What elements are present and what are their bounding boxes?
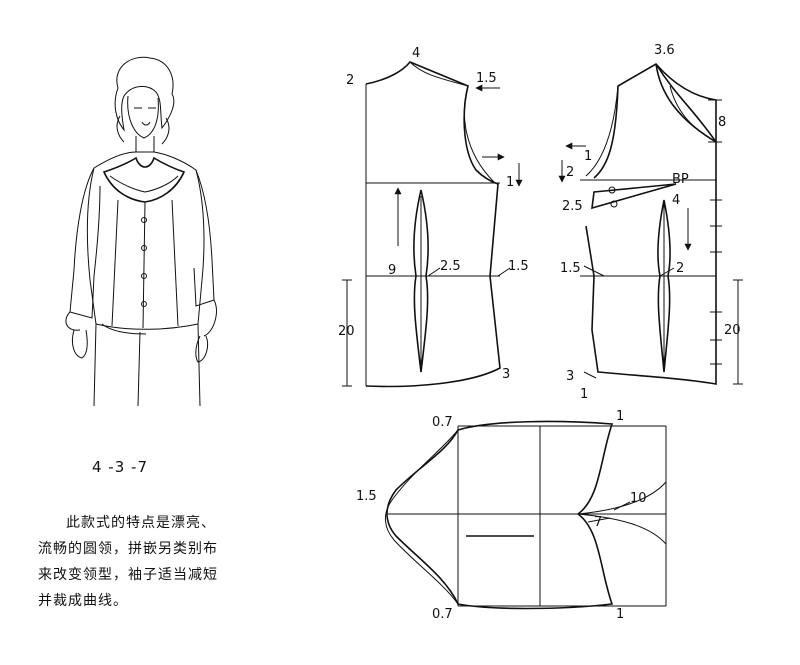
back-neck-width-label: 4	[412, 46, 420, 61]
front-neckline-depth-label: 8	[718, 115, 726, 130]
back-shoulder-drop-label: 1.5	[476, 71, 497, 86]
sleeve-top-corner-label: 0.7	[432, 415, 453, 430]
back-dart-length-label: 9	[388, 263, 396, 278]
description-line: 并裁成曲线。	[38, 593, 128, 609]
back-hip-length-label: 20	[338, 324, 355, 339]
back-bodice-pattern	[342, 61, 523, 388]
description-line: 来改变领型，袖子适当减短	[38, 567, 218, 583]
sleeve-cut-label: 10	[630, 491, 647, 506]
front-bust-point-label: BP	[672, 172, 689, 187]
front-hip-length-label: 20	[724, 323, 741, 338]
front-armhole-drop-label: 2	[566, 165, 574, 180]
sleeve-hem-curve-depth-label: 7	[594, 515, 602, 530]
fashion-illustration	[65, 56, 217, 407]
sleeve-top-shift-label: 1	[616, 409, 624, 424]
front-bp-distance-label: 4	[672, 193, 680, 208]
style-description: 此款式的特点是漂亮、 流畅的圆领，拼嵌另类别布 来改变领型，袖子适当减短 并裁成…	[38, 510, 268, 614]
front-bodice-labels: 3.6 8 1 2 BP 4 2.5 1.5 2 20 3 1	[560, 43, 741, 402]
front-hem-extend-label: 1	[580, 387, 588, 402]
description-line: 流畅的圆领，拼嵌另类别布	[38, 541, 218, 557]
sleeve-cap-ease-label: 1.5	[356, 489, 377, 504]
front-neck-width-label: 3.6	[654, 43, 675, 58]
front-hem-rise-label: 3	[566, 369, 574, 384]
back-side-in-label: 1.5	[508, 259, 529, 274]
front-side-in-label: 1.5	[560, 261, 581, 276]
sleeve-pattern	[385, 420, 667, 610]
back-bodice-labels: 4 2 1.5 1 9 2.5 1.5 20 3	[338, 46, 529, 382]
back-neck-depth-label: 2	[346, 73, 354, 88]
sleeve-bottom-shift-label: 1	[616, 607, 624, 622]
back-hem-rise-label: 3	[502, 367, 510, 382]
figure-caption: 4 -3 -7	[92, 458, 148, 476]
back-armhole-adjust-label: 1	[506, 175, 514, 190]
front-bodice-pattern	[558, 62, 743, 385]
front-dart-width-label: 2	[676, 261, 684, 276]
front-bust-dart-label: 2.5	[562, 199, 583, 214]
sleeve-bottom-corner-label: 0.7	[432, 607, 453, 622]
description-line: 此款式的特点是漂亮、	[66, 515, 216, 531]
front-side-shift-label: 1	[584, 149, 592, 164]
sleeve-labels: 0.7 1 1.5 7 10 0.7 1	[356, 409, 647, 622]
back-dart-width-label: 2.5	[440, 259, 461, 274]
